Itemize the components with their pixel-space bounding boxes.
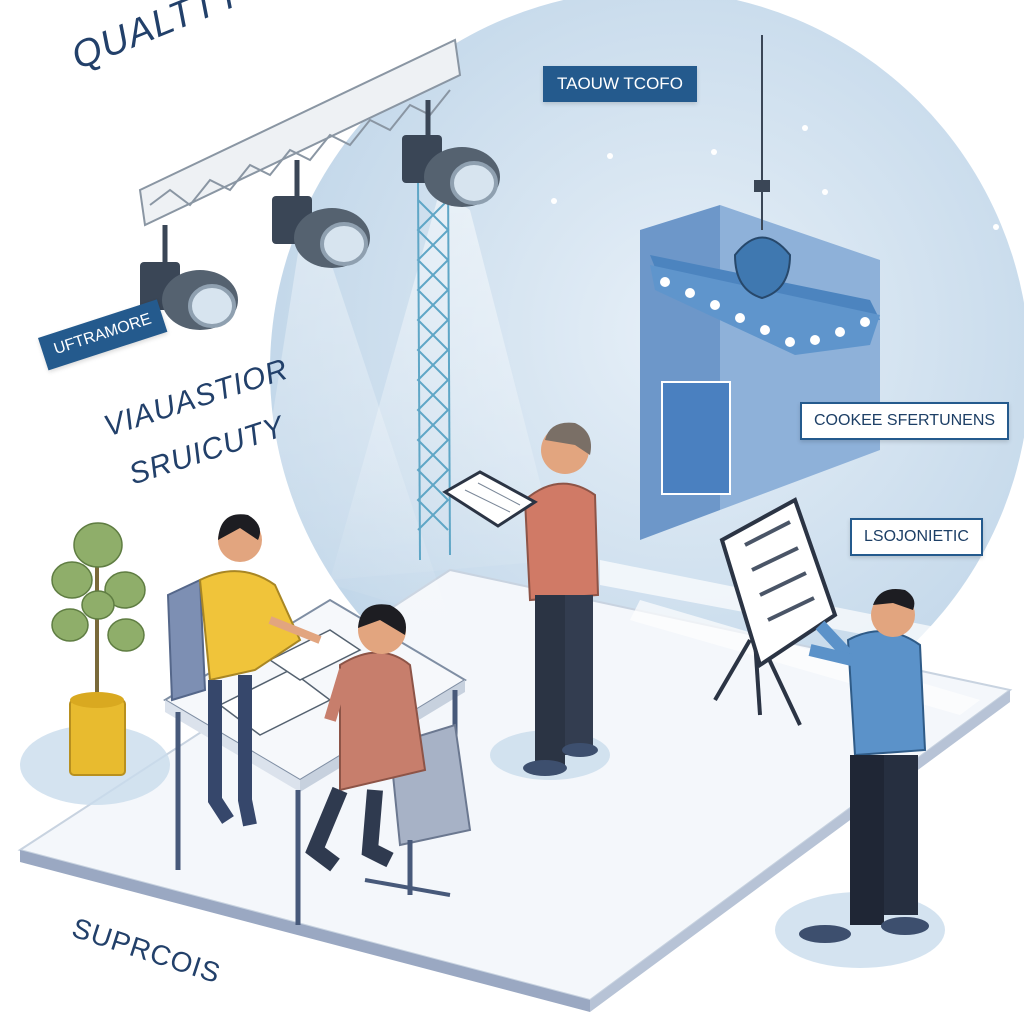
person-man-tablet xyxy=(442,422,600,776)
sparkles xyxy=(551,125,999,230)
stage-light-3 xyxy=(402,100,500,207)
person-seated-man xyxy=(305,604,427,872)
tag-isometric: LSOJONIETIC xyxy=(850,518,983,556)
person-man-blue xyxy=(799,589,929,943)
tag-cookie: COOKEE SFERTUNENS xyxy=(800,402,1010,440)
tag-top: TAOUW TCOFO xyxy=(543,66,697,102)
overhead-truss xyxy=(138,38,462,227)
easel-board xyxy=(713,497,838,726)
hanging-lamp xyxy=(733,35,792,300)
person-woman-yellow xyxy=(198,514,322,827)
chair-left xyxy=(166,578,207,702)
stage-light-2 xyxy=(272,160,370,268)
potted-plant xyxy=(51,522,146,776)
stage-light-1 xyxy=(140,225,238,330)
light-beams xyxy=(250,190,560,620)
